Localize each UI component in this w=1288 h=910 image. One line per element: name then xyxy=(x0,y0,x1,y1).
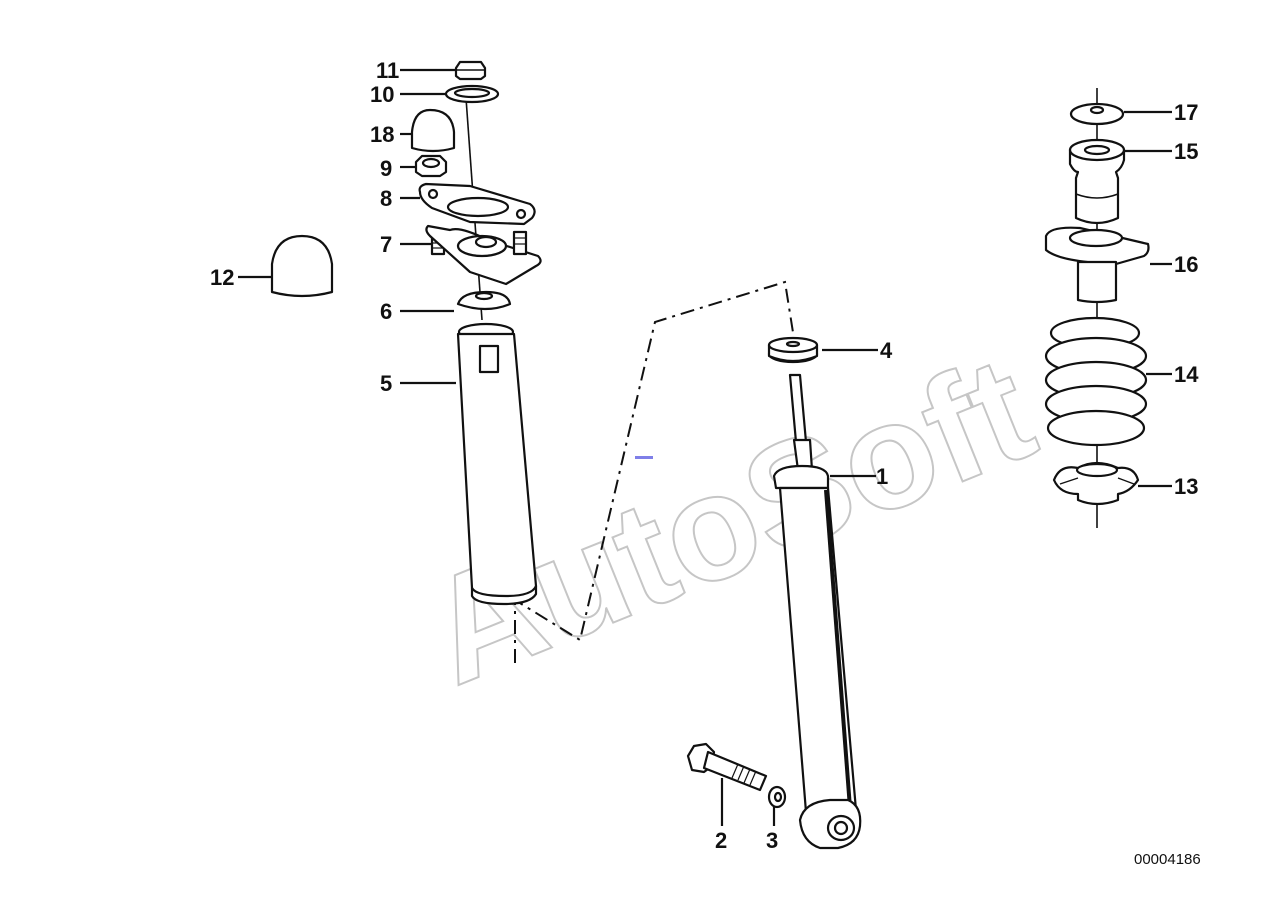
part-bump-stop xyxy=(1068,138,1126,225)
diagram-reference-number: 00004186 xyxy=(1134,851,1201,868)
callout-18: 18 xyxy=(370,122,394,147)
callout-2: 2 xyxy=(715,828,727,853)
part-protective-tube xyxy=(456,322,538,606)
callout-12: 12 xyxy=(210,265,234,290)
callout-14: 14 xyxy=(1174,362,1199,387)
part-bushing xyxy=(456,290,512,311)
callout-3: 3 xyxy=(766,828,778,853)
callout-7: 7 xyxy=(380,232,392,257)
leader-lines xyxy=(238,68,1172,826)
part-spring-seat-upper xyxy=(1044,226,1150,304)
callout-6: 6 xyxy=(380,299,392,324)
callout-13: 13 xyxy=(1174,474,1198,499)
part-nut-small xyxy=(454,60,487,81)
part-washer-small xyxy=(767,785,787,809)
callout-15: 15 xyxy=(1174,139,1198,164)
part-hex-bolt xyxy=(686,742,768,792)
part-coil-spring xyxy=(1044,316,1148,447)
part-spring-seat-lower xyxy=(1052,461,1140,506)
callout-16: 16 xyxy=(1174,252,1198,277)
callout-9: 9 xyxy=(380,156,392,181)
callout-1: 1 xyxy=(876,464,888,489)
callout-4: 4 xyxy=(880,338,893,363)
callout-8: 8 xyxy=(380,186,392,211)
part-washer-top xyxy=(444,84,500,104)
part-bump-ring xyxy=(767,336,819,364)
part-shock-absorber xyxy=(772,373,862,850)
callout-5: 5 xyxy=(380,371,392,396)
callout-11: 11 xyxy=(376,58,399,83)
part-strut-mount xyxy=(425,224,542,286)
callout-10: 10 xyxy=(370,82,394,107)
callout-17: 17 xyxy=(1174,100,1198,125)
assembly-line xyxy=(514,280,796,663)
watermark-dash xyxy=(635,456,653,459)
part-nut-medium xyxy=(414,154,448,178)
part-cap-large xyxy=(270,234,334,298)
part-cap-small xyxy=(410,108,456,153)
part-mounting-plate xyxy=(418,182,536,226)
part-upper-washer xyxy=(1069,102,1125,126)
